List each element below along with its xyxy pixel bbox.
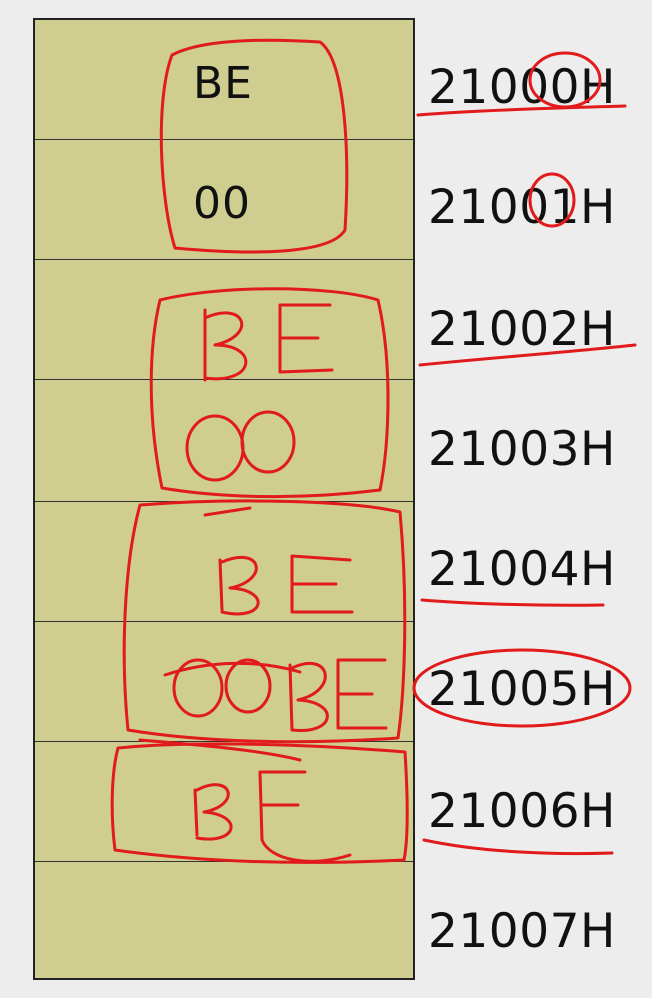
memory-cell: 00 bbox=[35, 140, 413, 260]
memory-cell bbox=[35, 382, 413, 502]
address-label: 21004H bbox=[428, 542, 616, 597]
memory-cell bbox=[35, 502, 413, 622]
address-label: 21007H bbox=[428, 904, 616, 959]
memory-cell: BE bbox=[35, 20, 413, 140]
cell-value: 00 bbox=[193, 178, 251, 229]
address-label: 21001H bbox=[428, 180, 616, 235]
memory-cell bbox=[35, 862, 413, 980]
address-label: 21003H bbox=[428, 422, 616, 477]
address-underline bbox=[422, 838, 614, 856]
cell-value: BE bbox=[193, 58, 253, 109]
memory-cell bbox=[35, 622, 413, 742]
address-label: 21000H bbox=[428, 60, 616, 115]
memory-table: BE 00 bbox=[33, 18, 415, 980]
memory-cell bbox=[35, 742, 413, 862]
memory-cell bbox=[35, 260, 413, 380]
address-label: 21005H bbox=[428, 662, 616, 717]
address-underline bbox=[420, 598, 605, 607]
address-label: 21006H bbox=[428, 784, 616, 839]
address-label: 21002H bbox=[428, 302, 616, 357]
